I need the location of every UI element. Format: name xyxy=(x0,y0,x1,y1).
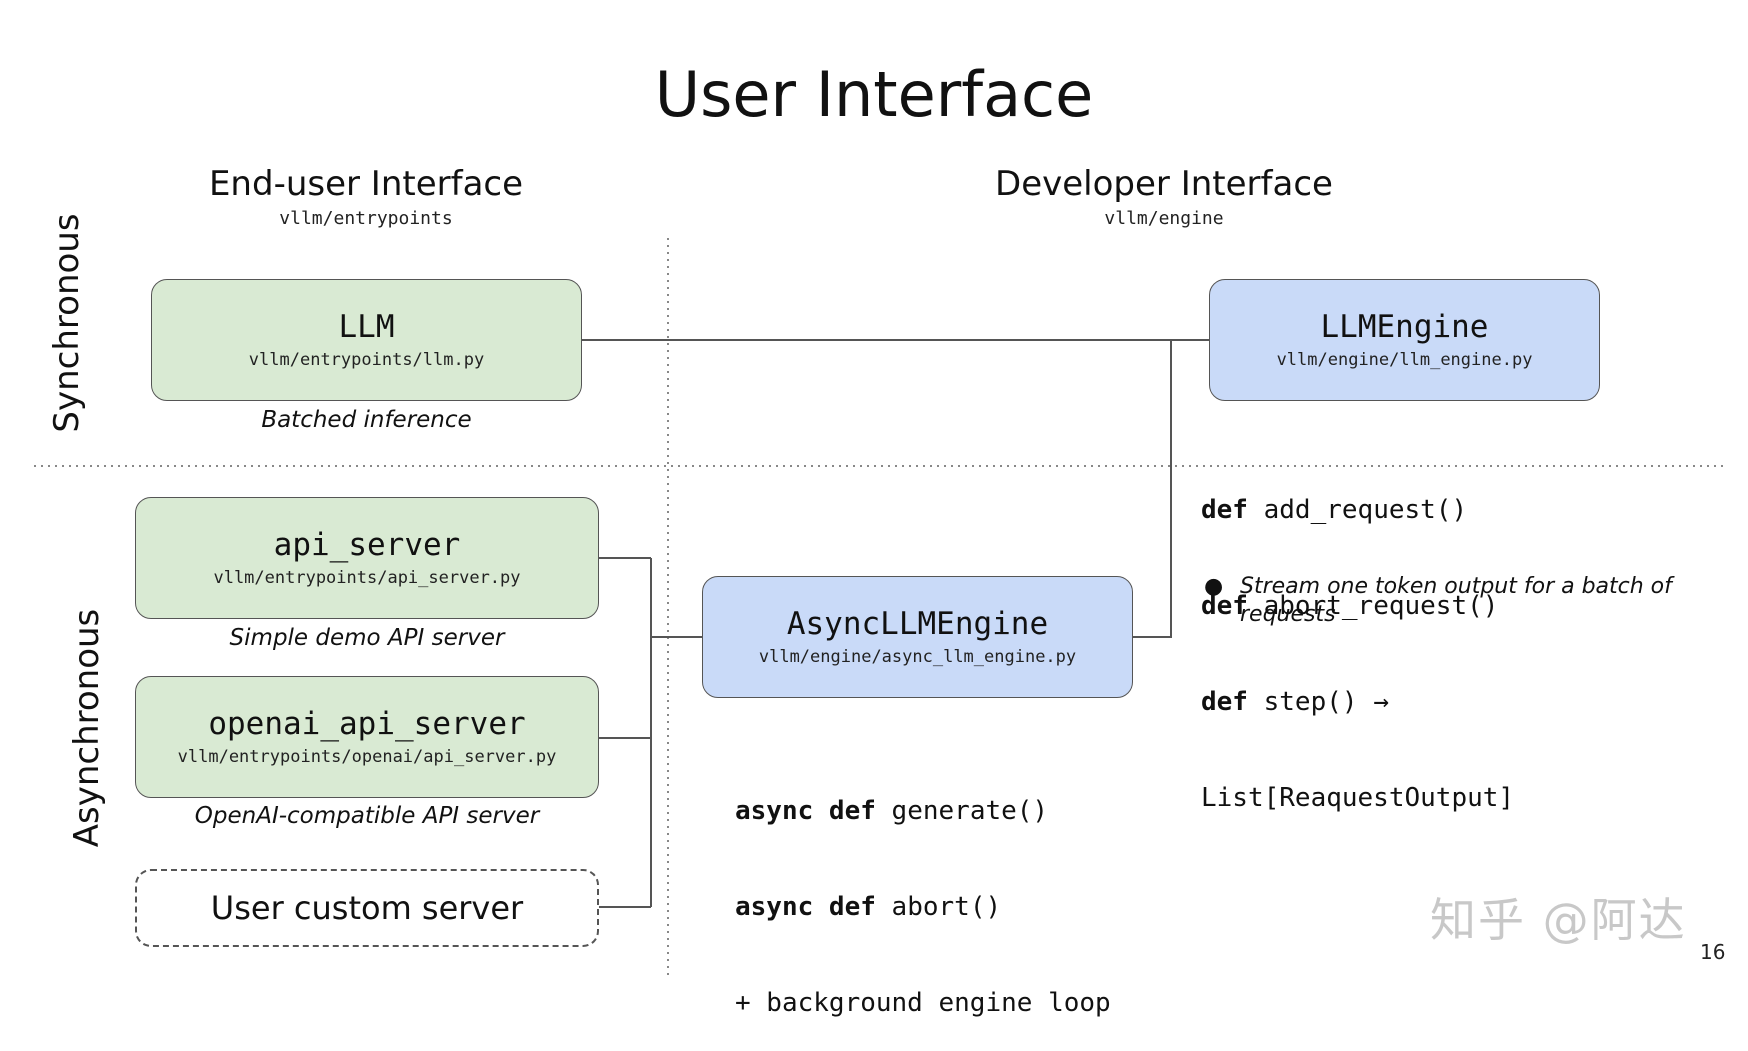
llm-name: LLM xyxy=(338,308,395,345)
async-llm-engine-path: vllm/engine/async_llm_engine.py xyxy=(758,647,1077,668)
async-engine-api: async def generate() async def abort() +… xyxy=(735,731,1111,1051)
code-line: async def abort() xyxy=(735,892,1002,922)
llm-box[interactable]: LLM vllm/entrypoints/llm.py xyxy=(151,279,582,401)
code-line: def abort_request() xyxy=(1201,591,1499,621)
openai-api-server-path: vllm/entrypoints/openai/api_server.py xyxy=(177,747,557,768)
watermark: 知乎 @阿达 xyxy=(1430,893,1687,947)
llm-caption: Batched inference xyxy=(261,407,472,433)
api-server-caption: Simple demo API server xyxy=(229,625,505,651)
code-line: List[ReaquestOutput] xyxy=(1201,783,1515,813)
async-llm-engine-box[interactable]: AsyncLLMEngine vllm/engine/async_llm_eng… xyxy=(702,576,1133,698)
page-number: 16 xyxy=(1700,940,1726,964)
openai-api-server-name: openai_api_server xyxy=(208,705,526,742)
end-user-path: vllm/entrypoints xyxy=(279,208,453,229)
end-user-heading: End-user Interface xyxy=(208,164,524,204)
llm-engine-bullet-text: Stream one token output for a batch of r… xyxy=(1240,574,1672,627)
llm-engine-name: LLMEngine xyxy=(1320,308,1489,345)
connector-layer xyxy=(34,238,1725,980)
bullet-icon: ● xyxy=(1204,574,1224,599)
developer-heading: Developer Interface xyxy=(995,164,1333,204)
llm-engine-bullet: ● Stream one token output for a batch of… xyxy=(1204,573,1724,629)
async-llm-engine-name: AsyncLLMEngine xyxy=(786,605,1049,642)
developer-path: vllm/engine xyxy=(1104,208,1224,229)
code-line: async def generate() xyxy=(735,796,1049,826)
openai-api-server-box[interactable]: openai_api_server vllm/entrypoints/opena… xyxy=(135,676,599,798)
llm-engine-path: vllm/engine/llm_engine.py xyxy=(1276,350,1533,371)
llm-engine-api: def add_request() def abort_request() de… xyxy=(1201,430,1514,846)
llm-path: vllm/entrypoints/llm.py xyxy=(248,350,485,371)
connector-async-to-engine xyxy=(1133,340,1172,638)
api-server-name: api_server xyxy=(273,526,461,563)
row-label-asynchronous: Asynchronous xyxy=(67,608,107,848)
llm-engine-box[interactable]: LLMEngine vllm/engine/llm_engine.py xyxy=(1209,279,1600,401)
code-line: def add_request() xyxy=(1201,495,1468,525)
api-server-path: vllm/entrypoints/api_server.py xyxy=(213,568,521,589)
api-server-box[interactable]: api_server vllm/entrypoints/api_server.p… xyxy=(135,497,599,619)
custom-server-box[interactable]: User custom server xyxy=(135,869,599,947)
code-line: + background engine loop xyxy=(735,988,1111,1018)
custom-server-name: User custom server xyxy=(210,889,524,927)
page-title: User Interface xyxy=(654,58,1094,131)
row-label-synchronous: Synchronous xyxy=(47,213,87,433)
openai-api-server-caption: OpenAI-compatible API server xyxy=(194,803,540,829)
code-line: def step() → xyxy=(1201,687,1389,717)
